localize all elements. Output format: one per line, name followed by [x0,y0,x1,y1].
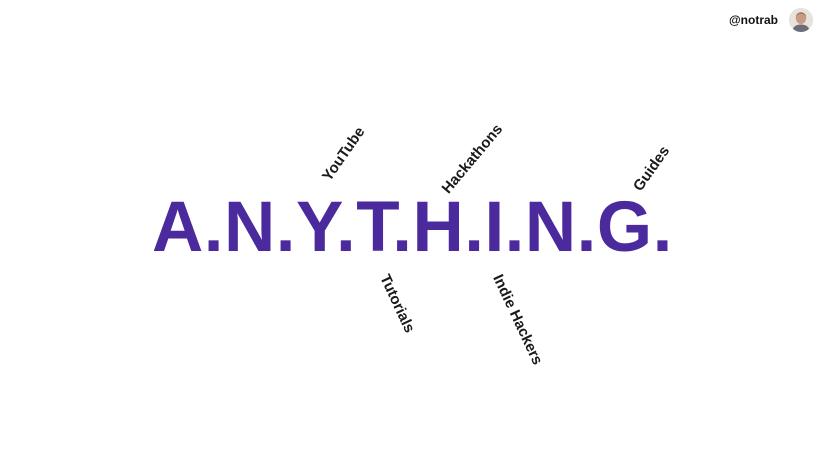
headline-text: A.N.Y.T.H.I.N.G. [152,188,673,267]
word-youtube: YouTube [319,123,369,185]
word-tutorials: Tutorials [376,271,419,336]
word-guides: Guides [630,142,674,195]
word-hackathons: Hackathons [438,120,507,197]
word-indie-hackers: Indie Hackers [489,271,546,368]
author-handle: @notrab [728,13,778,27]
headline: A.N.Y.T.H.I.N.G. [152,188,672,268]
person-avatar-icon [789,8,813,32]
author-avatar [789,8,813,32]
